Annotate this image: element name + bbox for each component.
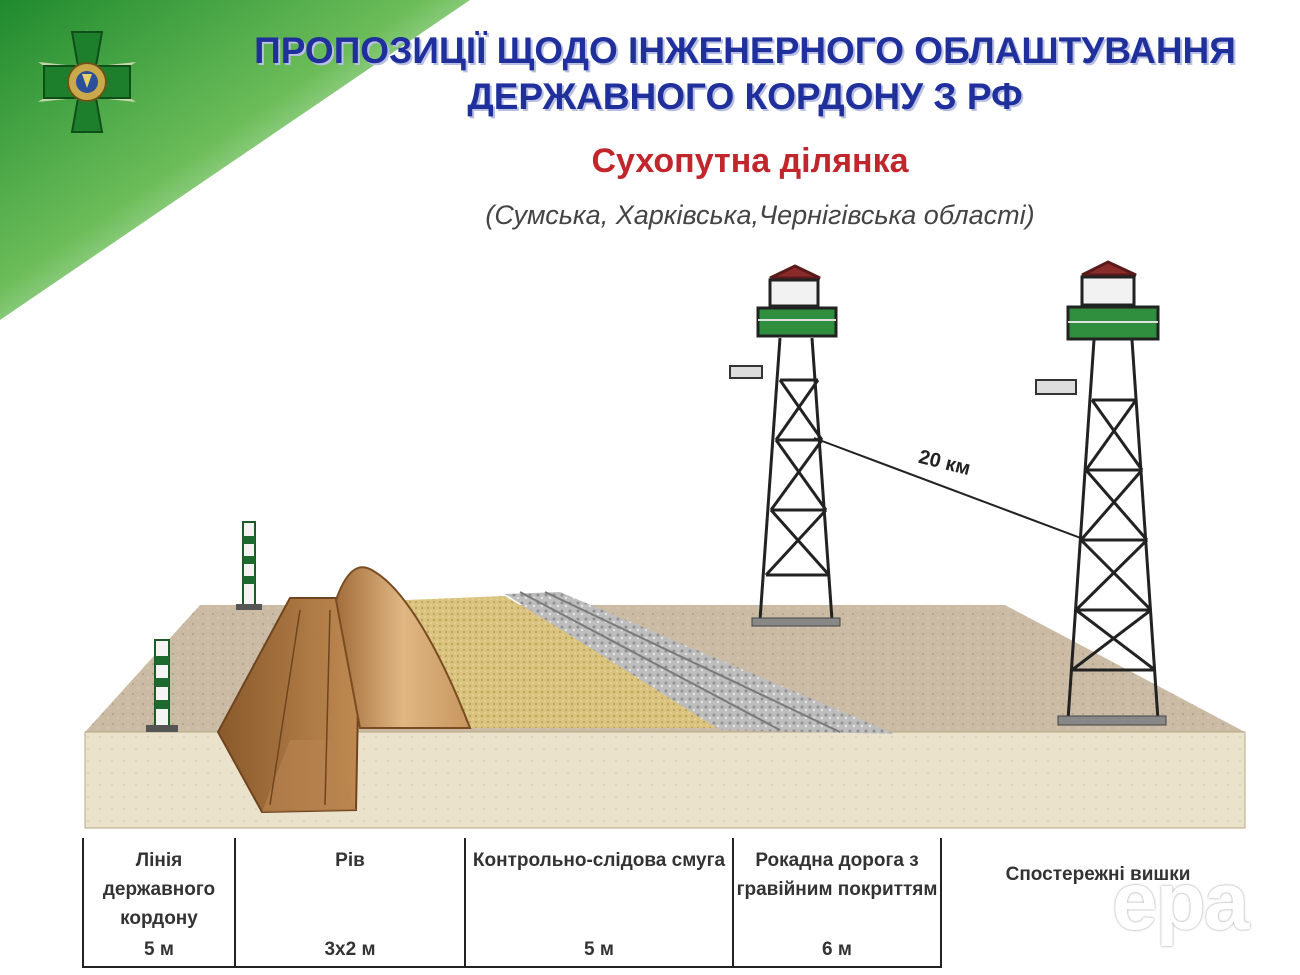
page-title: ПРОПОЗИЦІЇ ЩОДО ІНЖЕНЕРНОГО ОБЛАШТУВАННЯ…	[200, 28, 1290, 120]
zones-table: Лінія державного кордону 5 м Рів 3х2 м К…	[82, 838, 1256, 968]
control-trace-strip	[405, 596, 725, 728]
zone-label: Контрольно-слідова смуга	[472, 850, 726, 871]
title-line-1: ПРОПОЗИЦІЇ ЩОДО ІНЖЕНЕРНОГО ОБЛАШТУВАННЯ	[254, 30, 1236, 71]
watchtower-right	[1035, 260, 1167, 726]
zone-label: Лінія державного кордону	[102, 850, 216, 929]
regions-caption: (Сумська, Харківська,Чернігівська област…	[485, 200, 1035, 230]
zone-road: Рокадна дорога з гравійним покриттям 6 м	[734, 838, 942, 968]
zone-width: 3х2 м	[324, 939, 376, 960]
zone-border-line: Лінія державного кордону 5 м	[84, 838, 236, 968]
earth-mound	[334, 566, 472, 729]
section-subtitle: Сухопутна ділянка	[591, 142, 909, 180]
zone-ditch: Рів 3х2 м	[236, 838, 466, 968]
zone-label: Рокадна дорога з гравійним покриттям	[736, 850, 938, 900]
gravel-road	[505, 592, 895, 734]
border-guard-emblem-icon	[38, 30, 136, 134]
zone-label: Спостережні вишки	[1005, 864, 1191, 885]
title-line-2: ДЕРЖАВНОГО КОРДОНУ З РФ	[467, 76, 1023, 117]
watchtower-left	[729, 264, 841, 627]
epa-watermark: epa	[1112, 856, 1249, 947]
zone-width: 5 м	[144, 939, 174, 960]
zone-width: 5 м	[584, 939, 614, 960]
zone-width: 6 м	[822, 939, 852, 960]
zone-label: Рів	[335, 850, 365, 871]
border-post-far	[236, 521, 262, 610]
zones-baseline	[82, 966, 940, 968]
zone-towers: Спостережні вишки	[942, 838, 1254, 968]
zone-control-strip: Контрольно-слідова смуга 5 м	[466, 838, 734, 968]
border-post-near	[146, 639, 178, 732]
tower-distance-line	[813, 437, 1087, 541]
